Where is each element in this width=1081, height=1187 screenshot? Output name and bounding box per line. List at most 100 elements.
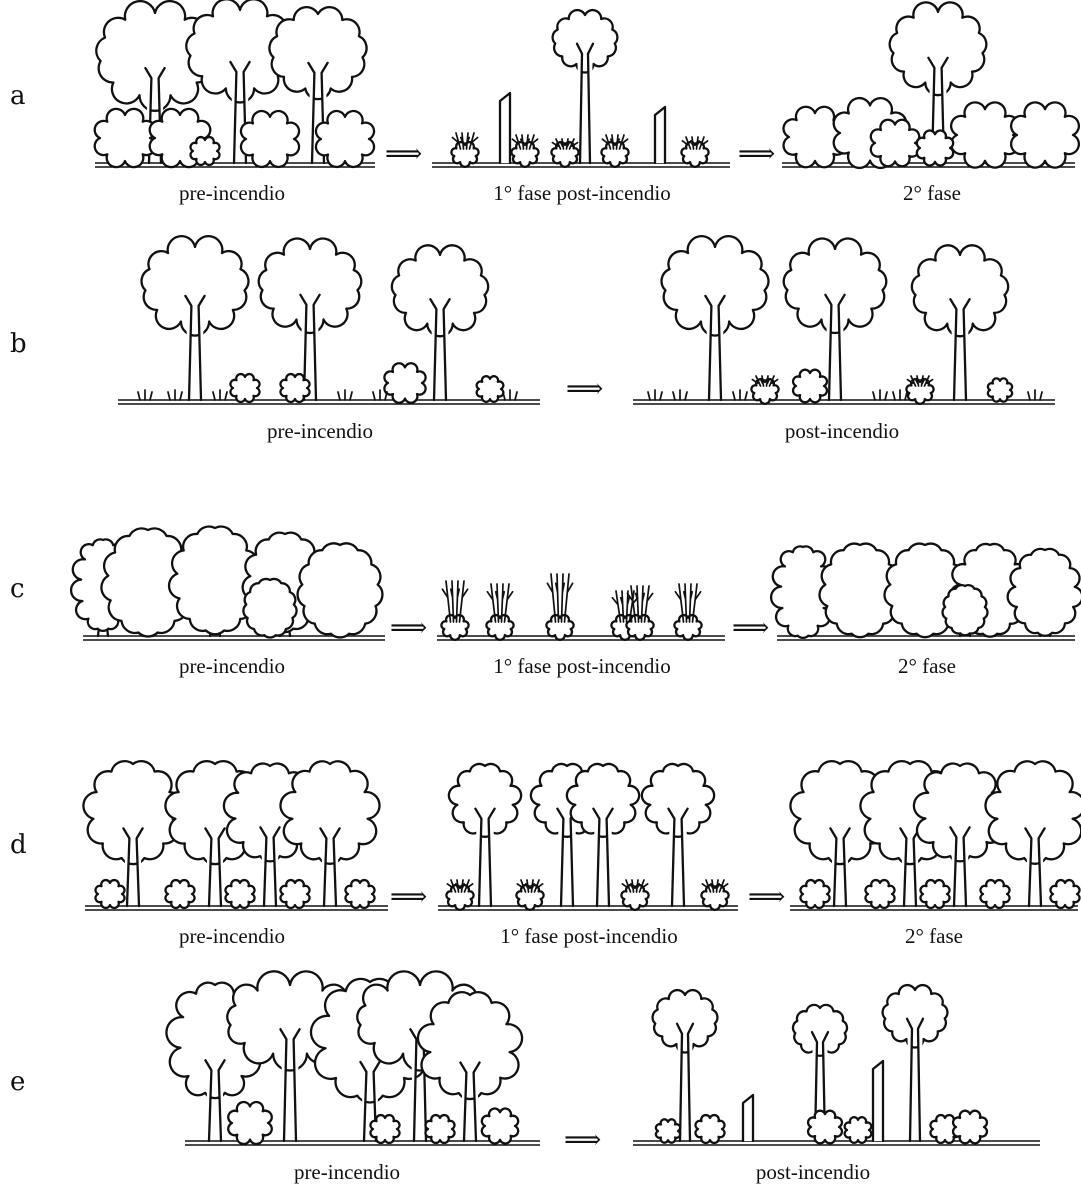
c-pre-shrub-4: [298, 543, 383, 637]
b-pre-shrub-3-body: [477, 376, 504, 402]
caption-c-post2: 2° fase: [898, 654, 956, 678]
caption-e-post: post-incendio: [756, 1160, 870, 1184]
a-post1-sprout-2: [551, 139, 578, 167]
e-post-snag-1: [743, 1095, 753, 1141]
d-pre-shrub-0: [95, 880, 124, 908]
caption-d-pre: pre-incendio: [179, 924, 285, 948]
row-letter-e: e: [10, 1067, 25, 1097]
b-pre-shrub-2-body: [384, 363, 425, 403]
e-post-shrub-0-body: [656, 1119, 680, 1142]
a-pre-shrub-0-body: [95, 109, 156, 167]
a-post1-sprout-3-base: [601, 142, 628, 167]
d-post1-sprout-2: [621, 880, 648, 910]
e-post-shrub-3: [845, 1117, 872, 1143]
b-pre-shrub-3: [477, 376, 504, 402]
c-post1-sprout-4-base: [626, 615, 653, 640]
caption-c-post1: 1° fase post-incendio: [493, 654, 671, 678]
e-pre-shrub-2-body: [425, 1115, 454, 1143]
a-post1-tree-crown: [553, 10, 618, 72]
d-post2-shrub-4-body: [1050, 880, 1079, 908]
d-post2-shrub-1: [865, 880, 894, 908]
caption-a-post2: 2° fase: [903, 181, 961, 205]
e-post-shrub-2-body: [808, 1111, 842, 1144]
a-pre-shrub-0: [95, 109, 156, 167]
c-post2-shrub-4: [1008, 549, 1081, 636]
c-post1-sprout-2: [546, 574, 573, 640]
c-post1-sprout-5: [674, 584, 701, 640]
d-post1-sprout-0-base: [446, 885, 473, 910]
arrow-d-2: ⟹: [748, 882, 785, 912]
b-pre-grass-3: [338, 390, 352, 400]
arrow-c-1: ⟹: [390, 613, 427, 643]
b-pre-tree-3-crown: [392, 245, 488, 336]
d-pre-shrub-2: [225, 880, 254, 908]
a-pre-shrub-2: [241, 111, 299, 167]
d-post2-shrub-3-body: [980, 880, 1009, 908]
b-post-shrub-0: [793, 370, 827, 403]
a-post2-shrub-3: [951, 102, 1019, 167]
a-post1-sprout-0-base: [451, 142, 478, 167]
b-post-sprout-1: [906, 376, 933, 404]
e-post-shrub-3-body: [845, 1117, 872, 1143]
e-pre-shrub-2: [425, 1115, 454, 1143]
e-post-shrub-1-body: [695, 1115, 724, 1143]
b-post-grass-3: [873, 390, 887, 400]
a-post1-sprout-4: [681, 137, 708, 167]
e-post-tree-1-crown: [653, 990, 718, 1052]
d-post2-shrub-3: [980, 880, 1009, 908]
b-post-grass-1: [673, 390, 687, 400]
b-pre-tree-2-crown: [259, 239, 362, 333]
e-post-shrub-1: [695, 1115, 724, 1143]
c-post1-sprout-0: [441, 581, 468, 640]
c-post1-sprout-1: [486, 584, 513, 640]
e-post-shrub-2: [808, 1111, 842, 1144]
b-pre-tree-1-crown: [142, 236, 249, 335]
caption-d-post1: 1° fase post-incendio: [500, 924, 678, 948]
d-post2-tree-3-crown: [985, 761, 1081, 863]
b-post-tree-3-crown: [912, 245, 1008, 336]
d-post2-shrub-4: [1050, 880, 1079, 908]
d-pre-tree-0: [83, 761, 182, 906]
row-letter-a: a: [10, 81, 26, 111]
c-post1-sprout-0-base: [441, 615, 468, 640]
c-post1-sprout-5-base: [674, 615, 701, 640]
a-post1-sprout-1: [511, 135, 538, 167]
caption-a-pre: pre-incendio: [179, 181, 285, 205]
e-pre-shrub-3: [482, 1109, 518, 1144]
e-post-shrub-5: [953, 1111, 987, 1144]
d-pre-shrub-4-body: [345, 880, 374, 908]
a-post2-shrub-4-body: [1011, 102, 1079, 167]
d-pre-shrub-1: [165, 880, 194, 908]
b-post-sprout-1-base: [906, 379, 933, 404]
arrow-a-1: ⟹: [385, 139, 422, 169]
b-pre-tree-2: [259, 239, 362, 400]
row-letter-d: d: [10, 830, 27, 860]
d-pre-shrub-3: [280, 880, 309, 908]
a-post1-sprout-3: [601, 135, 628, 167]
e-post-snag-2: [873, 1061, 883, 1141]
d-post2-shrub-2: [920, 880, 949, 908]
b-pre-grass-0: [138, 390, 152, 400]
b-post-grass-2: [733, 390, 747, 400]
b-pre-grass-1: [168, 390, 182, 400]
e-pre-shrub-0-body: [228, 1102, 272, 1144]
a-post2-shrub-5-body: [917, 131, 953, 166]
b-pre-shrub-0-body: [230, 374, 259, 402]
d-post2-shrub-2-body: [920, 880, 949, 908]
c-post2-shrub-5: [943, 585, 988, 636]
a-post1-sprout-1-base: [511, 142, 538, 167]
b-post-sprout-0-base: [751, 379, 778, 404]
c-post2-shrub-4-crown: [1008, 549, 1081, 636]
c-pre-shrub-5: [243, 579, 296, 638]
arrow-d-1: ⟹: [390, 882, 427, 912]
caption-b-post: post-incendio: [785, 419, 899, 443]
caption-a-post1: 1° fase post-incendio: [493, 181, 671, 205]
e-post-shrub-0: [656, 1119, 680, 1142]
arrow-e-1: ⟹: [564, 1125, 601, 1155]
a-post1-sprout-4-base: [681, 142, 708, 167]
a-post2-tree-crown: [890, 2, 987, 95]
d-post1-sprout-1: [516, 880, 543, 910]
d-post1-tree-0: [449, 764, 521, 906]
d-post1-sprout-3-base: [701, 885, 728, 910]
d-post1-sprout-1-base: [516, 885, 543, 910]
